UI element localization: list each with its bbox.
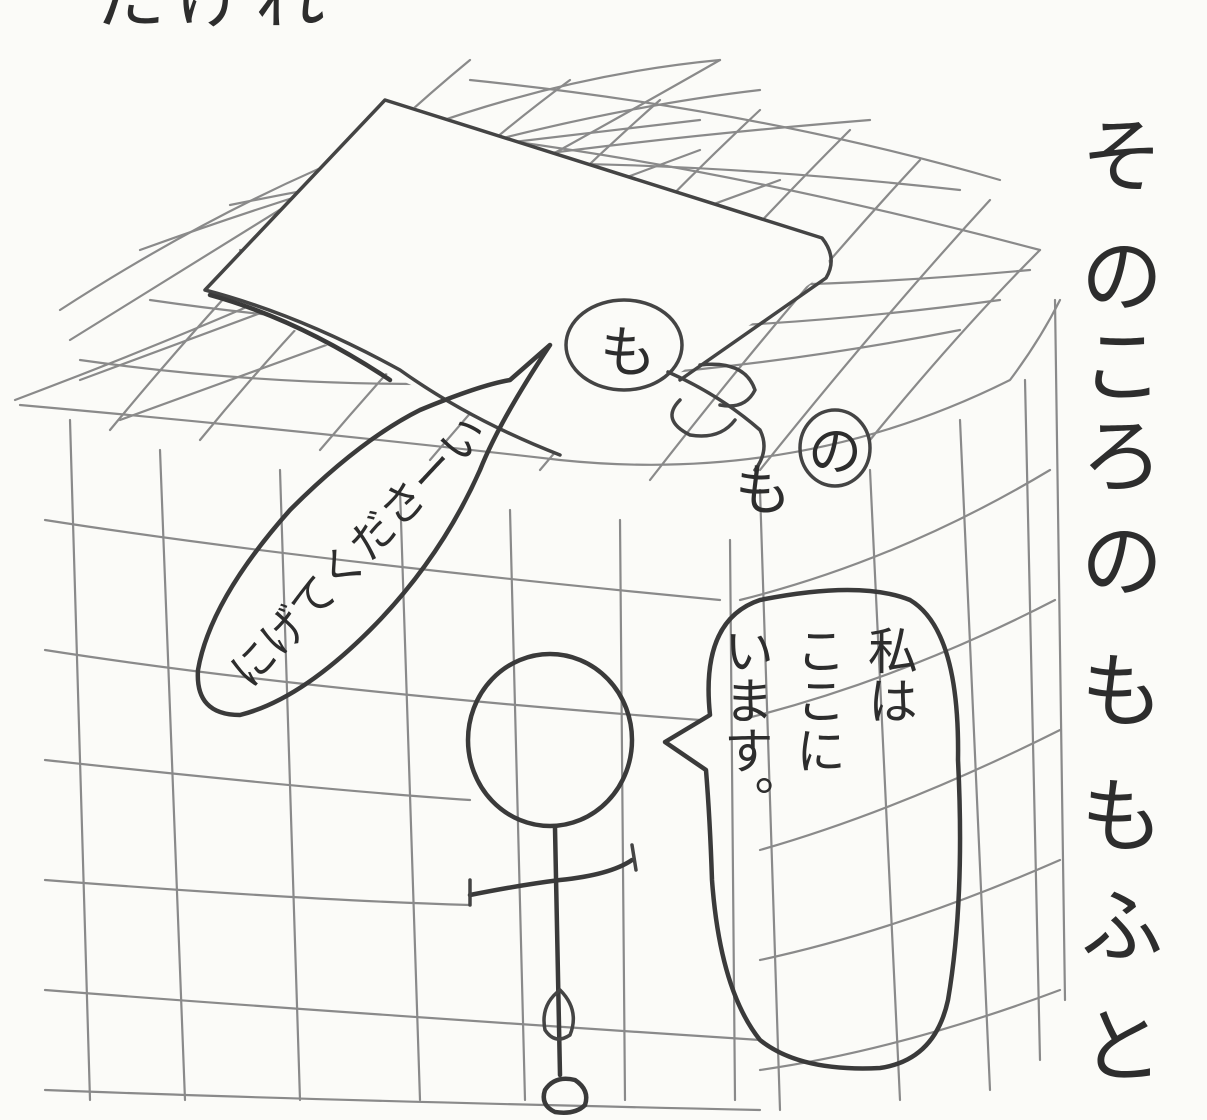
tag-char-2: も bbox=[735, 459, 791, 524]
top-fragment-text: たけれ bbox=[95, 0, 335, 39]
narration-char-4: ろ bbox=[1081, 410, 1163, 505]
narration-char-2: の bbox=[1081, 230, 1163, 325]
left-wall-grid bbox=[43, 418, 762, 1112]
narration-char-7: も bbox=[1081, 770, 1163, 865]
roof-plate-outline bbox=[203, 98, 833, 457]
speech-right-line-c: います。 bbox=[716, 625, 774, 825]
roof-plate-edge bbox=[207, 292, 393, 383]
stick-figure bbox=[465, 651, 638, 1115]
narration-char-3: こ bbox=[1081, 320, 1163, 415]
right-wall-grid bbox=[738, 298, 1067, 1112]
tag-char-3: の bbox=[808, 420, 862, 483]
narration-column: そ の こ ろ の も も ふ と bbox=[1081, 110, 1163, 1095]
tag-char-1: も bbox=[600, 321, 656, 386]
speech-balloon-right bbox=[662, 587, 963, 1071]
narration-char-1: そ bbox=[1081, 110, 1163, 205]
speech-right-line-a: 私は bbox=[860, 625, 918, 725]
narration-char-6: も bbox=[1081, 645, 1163, 740]
speech-right-vertical: 私は ここに います。 bbox=[716, 625, 925, 1055]
tiny-character: も も の bbox=[564, 298, 872, 524]
speech-right-line-b: ここに bbox=[788, 625, 846, 775]
narration-char-9: と bbox=[1081, 1000, 1163, 1095]
narration-char-8: ふ bbox=[1081, 880, 1163, 975]
roof-plate bbox=[205, 98, 830, 455]
narration-char-5: の bbox=[1081, 515, 1163, 610]
